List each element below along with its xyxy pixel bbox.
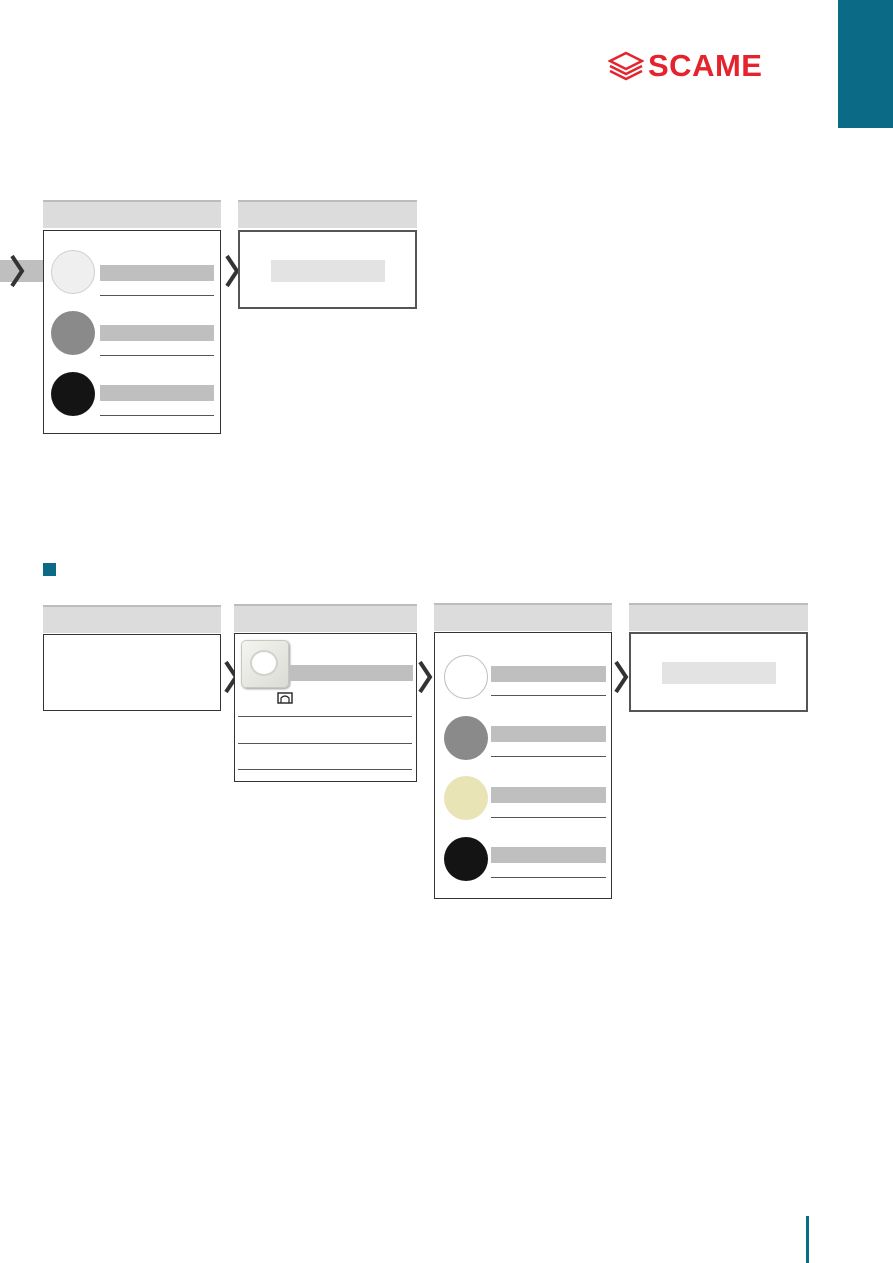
result-code-placeholder [271,260,385,282]
color-swatch-grey[interactable] [444,716,488,760]
socket-icon [277,692,293,704]
color-swatch-white[interactable] [51,250,95,294]
color-options-panel [43,230,221,434]
chevron-right-icon [418,660,433,694]
start-panel [43,634,221,711]
column-header [238,200,417,228]
page-number-rule [806,1216,809,1263]
chevron-right-icon [614,660,629,694]
divider [100,295,214,296]
option-bar [289,665,413,681]
result-panel [238,230,417,309]
result-panel [629,632,808,712]
color-swatch-cream[interactable] [444,776,488,820]
chevron-right-icon [225,254,240,288]
frame-plate-icon[interactable] [241,640,289,688]
color-swatch-grey[interactable] [51,311,95,355]
divider [238,769,412,770]
scame-logo: SCAME [608,50,808,82]
divider [238,716,412,717]
column-header [629,603,808,631]
color-swatch-white[interactable] [444,655,488,699]
frame-options-panel [234,633,417,782]
column-header [234,604,417,632]
column-header [43,605,221,633]
chevron-right-icon [10,254,25,288]
option-bar [491,787,606,803]
result-code-placeholder [662,662,776,684]
divider [491,817,606,818]
option-bar [491,666,606,682]
divider [100,415,214,416]
option-bar [100,385,214,401]
divider [491,756,606,757]
divider [491,877,606,878]
divider [491,695,606,696]
corner-tab [838,0,893,128]
option-bar [100,265,214,281]
divider [100,355,214,356]
option-bar [491,726,606,742]
option-bar [491,847,606,863]
color-swatch-black[interactable] [51,372,95,416]
column-header [434,603,612,631]
divider [238,743,412,744]
column-header [43,200,221,228]
scame-logo-icon [608,51,644,81]
color-options-panel [434,632,612,899]
option-bar [100,325,214,341]
brand-name: SCAME [648,48,763,83]
color-swatch-black[interactable] [444,837,488,881]
square-marker-icon [43,563,56,576]
